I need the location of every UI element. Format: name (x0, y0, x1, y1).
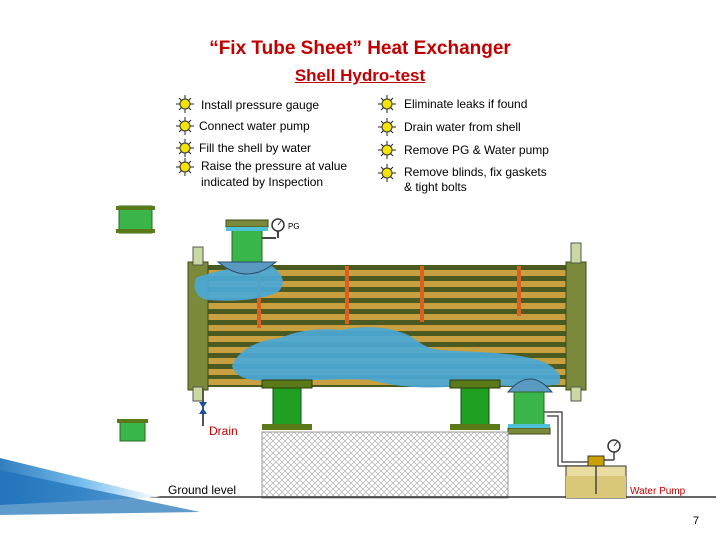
step-remove-blinds: Remove blinds, fix gaskets (404, 165, 547, 179)
saddle-support-left (261, 379, 313, 430)
step-drain-water: Drain water from shell (404, 120, 521, 134)
pump-gauge-icon (607, 439, 621, 453)
step-raise-pressure-cont: indicated by Inspection (201, 175, 324, 189)
sun-bullet-icon (378, 95, 396, 113)
water-pump-label: Water Pump (630, 486, 686, 497)
bottom-nozzle (506, 378, 554, 435)
water-pump (565, 450, 627, 499)
spare-nozzle-top (116, 205, 155, 234)
sun-bullet-icon (378, 164, 396, 182)
water-main (232, 327, 560, 388)
spare-nozzle-bottom (117, 419, 148, 442)
page-number: 7 (693, 515, 700, 527)
pg-label: PG (288, 222, 300, 231)
sun-bullet-icon (176, 158, 194, 176)
concrete-foundation (261, 431, 509, 499)
drain-label: Drain (209, 424, 238, 438)
sun-bullet-icon (176, 139, 194, 157)
step-remove-blinds-cont: & tight bolts (404, 180, 467, 194)
step-install-gauge: Install pressure gauge (201, 98, 320, 112)
ground-level-label: Ground level (168, 483, 237, 497)
step-remove-pg-pump: Remove PG & Water pump (404, 143, 549, 157)
step-raise-pressure: Raise the pressure at value (201, 159, 348, 173)
step-fill-shell: Fill the shell by water (199, 141, 312, 155)
sun-bullet-icon (378, 141, 396, 159)
sun-bullet-icon (176, 117, 194, 135)
top-nozzle (216, 219, 278, 275)
slide-title: “Fix Tube Sheet” Heat Exchanger (209, 38, 511, 59)
sun-bullet-icon (378, 118, 396, 136)
sun-bullet-icon (176, 95, 194, 113)
step-connect-pump: Connect water pump (199, 119, 310, 133)
saddle-support-right (449, 379, 501, 430)
step-eliminate-leaks: Eliminate leaks if found (404, 97, 528, 111)
drain-valve-icon (199, 388, 207, 426)
slide-subtitle: Shell Hydro-test (294, 66, 426, 85)
pressure-gauge-icon (262, 218, 285, 239)
